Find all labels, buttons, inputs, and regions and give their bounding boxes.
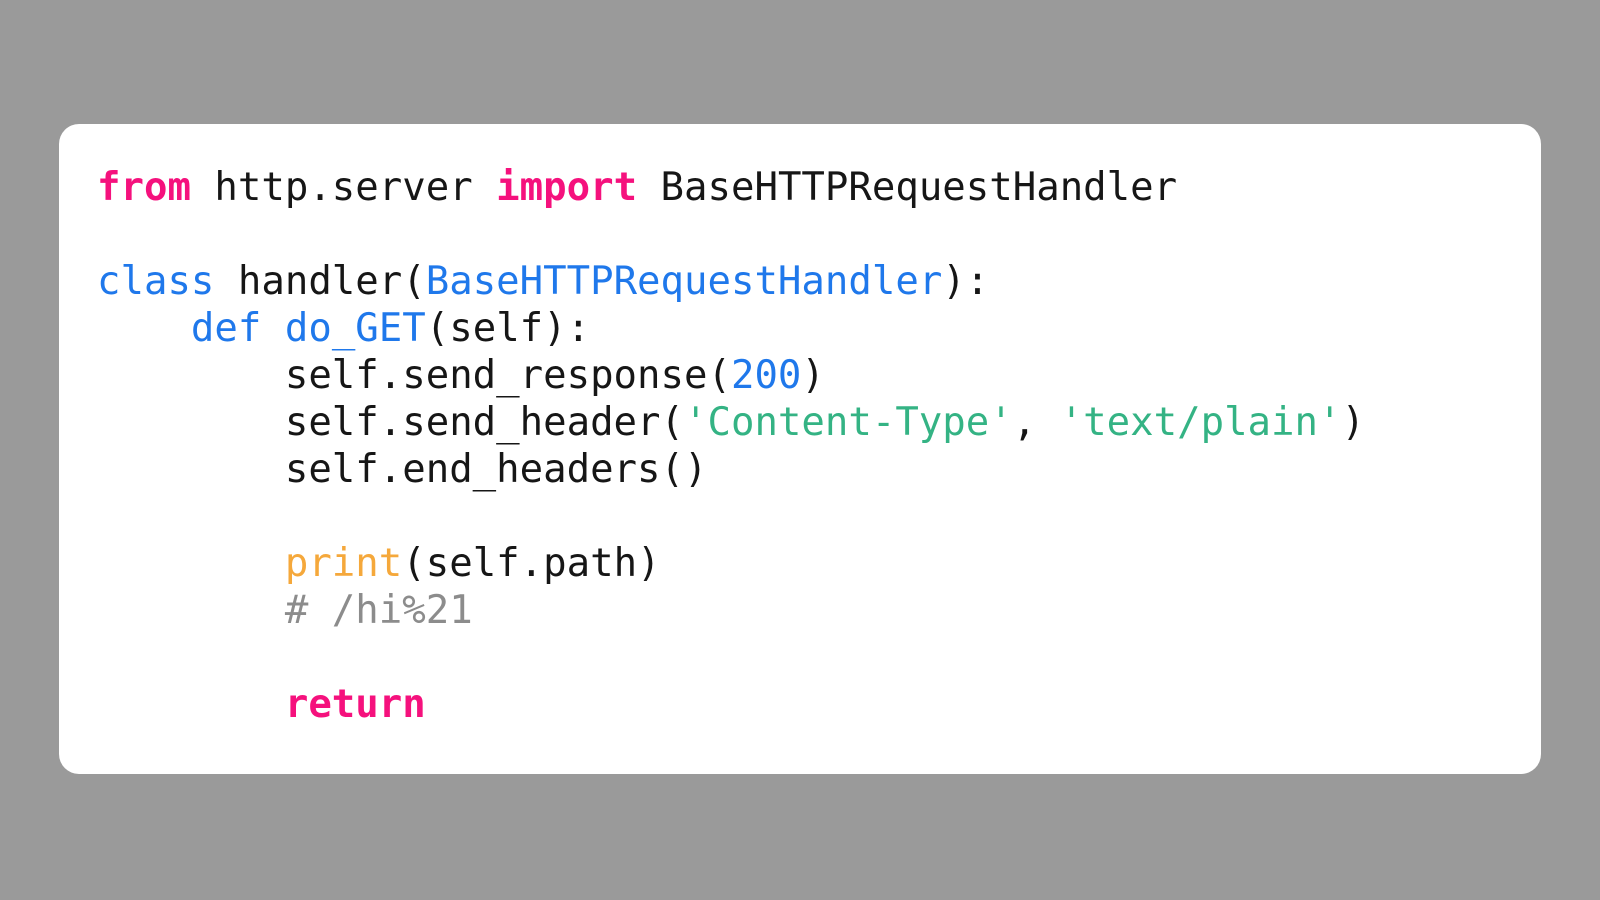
- code-token-plain: [261, 306, 284, 351]
- code-line: def do_GET(self):: [97, 305, 1521, 352]
- code-token-plain: self.send_response(: [97, 353, 731, 398]
- code-token-number: 200: [730, 353, 802, 398]
- code-token-plain: ,: [1012, 400, 1060, 445]
- code-token-decl: BaseHTTPRequestHandler: [425, 259, 943, 304]
- code-line: # /hi%21: [97, 587, 1521, 634]
- code-line: return: [97, 681, 1521, 728]
- code-token-plain: [97, 682, 285, 727]
- code-line: class handler(BaseHTTPRequestHandler):: [97, 258, 1521, 305]
- code-token-keyword: from: [97, 165, 191, 210]
- code-token-plain: [97, 541, 285, 586]
- code-line: print(self.path): [97, 540, 1521, 587]
- code-token-plain: [97, 306, 191, 351]
- code-token-builtin: print: [284, 541, 403, 586]
- code-line: self.end_headers(): [97, 446, 1521, 493]
- code-token-plain: self.send_header(: [97, 400, 684, 445]
- code-snippet-card: from http.server import BaseHTTPRequestH…: [59, 124, 1541, 774]
- code-token-decl: class: [97, 259, 215, 304]
- code-line: self.send_header('Content-Type', 'text/p…: [97, 399, 1521, 446]
- code-line: [97, 634, 1521, 681]
- code-token-plain: (self):: [425, 306, 591, 351]
- code-token-plain: ):: [942, 259, 990, 304]
- code-line: [97, 211, 1521, 258]
- code-token-keyword: return: [284, 682, 426, 727]
- code-token-plain: ): [1341, 400, 1365, 445]
- code-token-string: 'text/plain': [1059, 400, 1342, 445]
- code-token-decl: def: [190, 306, 262, 351]
- code-token-keyword: import: [496, 165, 638, 210]
- code-block: from http.server import BaseHTTPRequestH…: [97, 164, 1521, 728]
- code-token-comment: # /hi%21: [97, 588, 473, 633]
- code-line: from http.server import BaseHTTPRequestH…: [97, 164, 1521, 211]
- code-token-plain: BaseHTTPRequestHandler: [637, 165, 1178, 210]
- code-token-plain: http.server: [190, 165, 497, 210]
- code-line: self.send_response(200): [97, 352, 1521, 399]
- code-token-decl: do_GET: [284, 306, 426, 351]
- code-token-plain: (self.path): [402, 541, 661, 586]
- code-token-plain: ): [801, 353, 825, 398]
- code-token-string: 'Content-Type': [684, 400, 1013, 445]
- code-token-plain: self.end_headers(): [97, 447, 708, 492]
- code-token-plain: handler(: [214, 259, 426, 304]
- code-line: [97, 493, 1521, 540]
